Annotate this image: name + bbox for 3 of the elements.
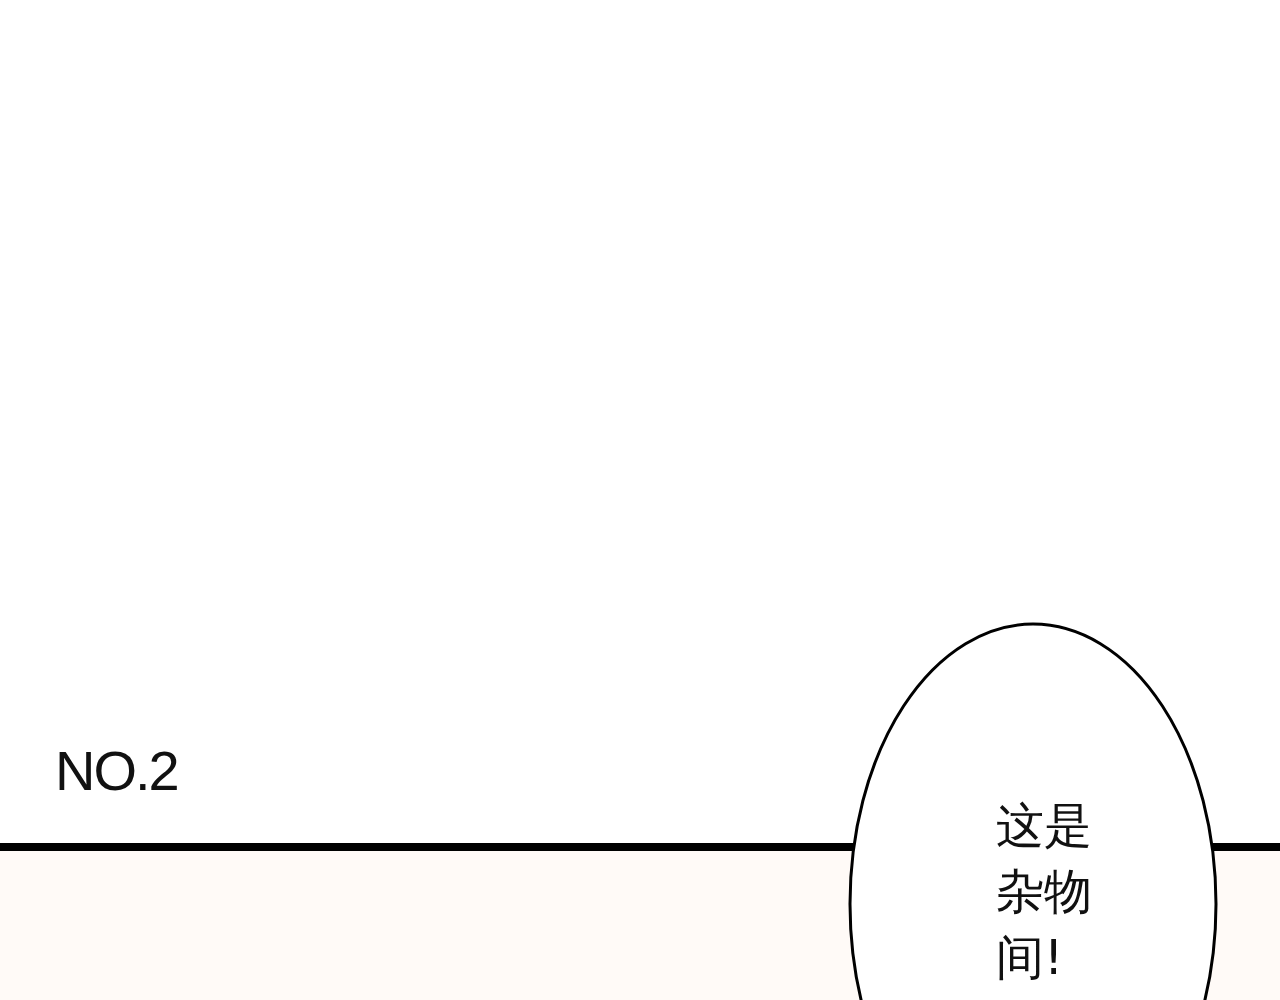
panel-number: NO.2: [55, 738, 178, 803]
speech-bubble: [848, 622, 1218, 1000]
speech-text: 这是杂物间!: [996, 796, 1093, 987]
